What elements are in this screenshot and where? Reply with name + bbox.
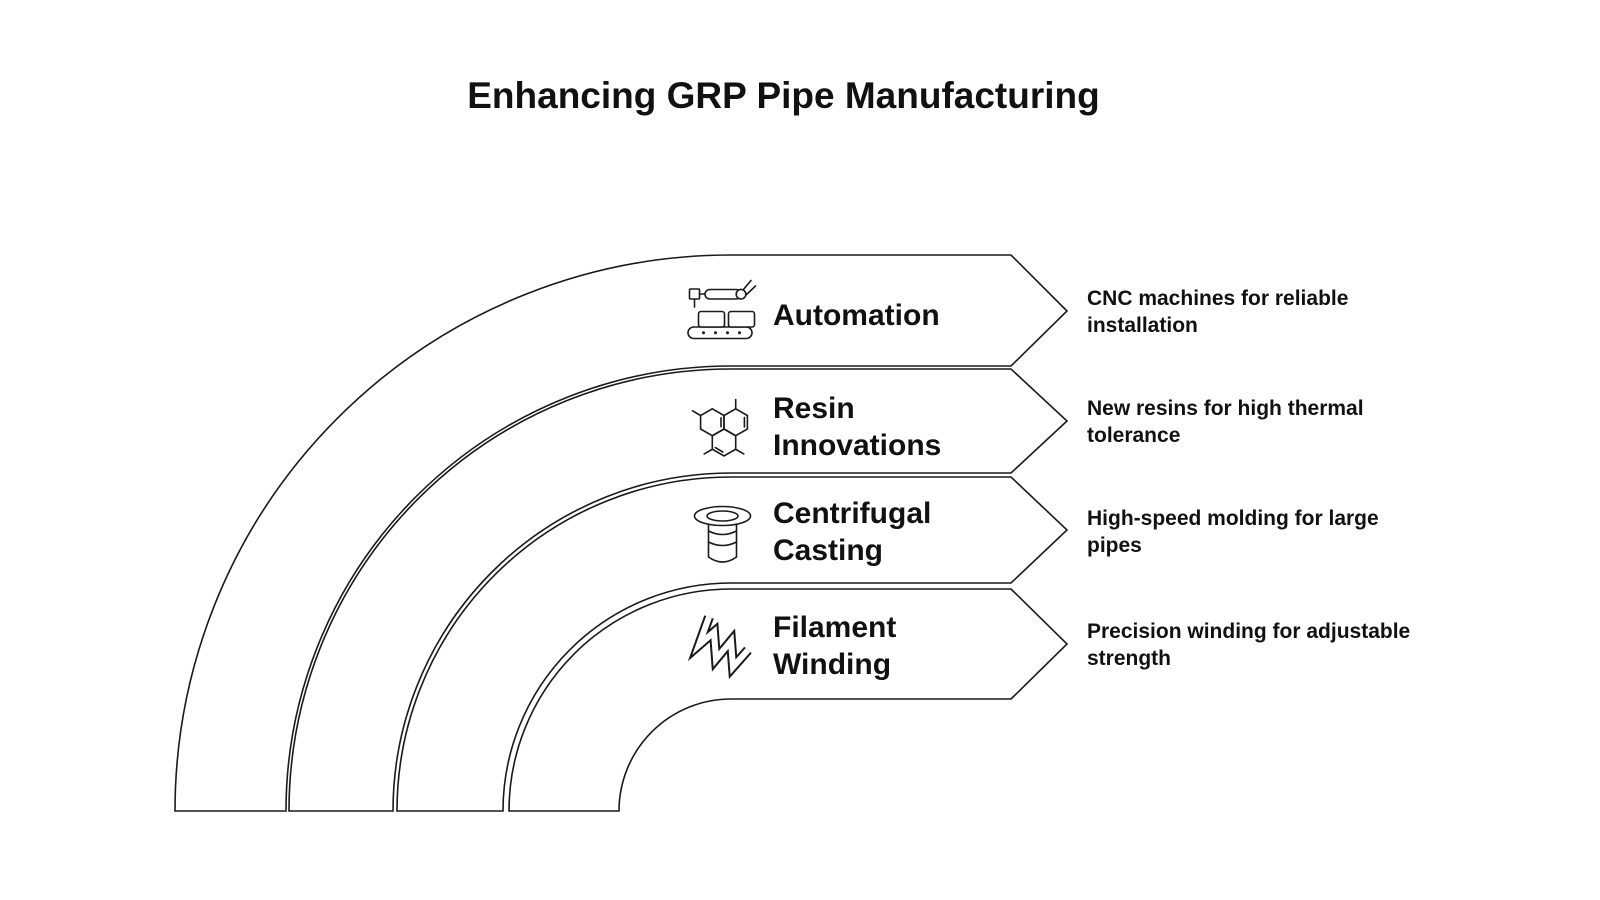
band-label-resin-innovations: Resin Innovations bbox=[773, 390, 941, 464]
band-label-line: Centrifugal bbox=[773, 497, 932, 530]
band-label-line: Winding bbox=[773, 648, 892, 681]
band-label-line: Resin bbox=[773, 392, 855, 425]
resin-molecule-icon bbox=[691, 398, 749, 457]
band-filament-winding bbox=[508, 588, 1069, 812]
band-label-centrifugal-casting: Centrifugal Casting bbox=[773, 495, 931, 569]
band-label-filament-winding: Filament Winding bbox=[773, 609, 896, 683]
band-label-line: Casting bbox=[773, 534, 884, 567]
band-description-automation: CNC machines for reliable installation bbox=[1087, 287, 1349, 337]
band-label-line: Automation bbox=[773, 299, 940, 332]
robot-arm-conveyor-icon bbox=[687, 279, 757, 340]
band-resin-innovations bbox=[288, 368, 1069, 812]
band-description-centrifugal-casting: High-speed molding for large pipes bbox=[1087, 507, 1379, 557]
band-label-line: Filament bbox=[773, 611, 897, 644]
page-title: Enhancing GRP Pipe Manufacturing bbox=[467, 75, 1100, 116]
filament-coil-icon bbox=[687, 615, 752, 680]
band-description-filament-winding: Precision winding for adjustable strengt… bbox=[1087, 620, 1411, 670]
band-label-line: Innovations bbox=[773, 429, 942, 462]
casting-mold-icon bbox=[693, 505, 752, 563]
band-centrifugal-casting bbox=[396, 476, 1069, 812]
band-label-automation: Automation bbox=[773, 297, 940, 334]
band-automation bbox=[174, 254, 1069, 812]
band-description-resin-innovations: New resins for high thermal tolerance bbox=[1087, 397, 1364, 447]
